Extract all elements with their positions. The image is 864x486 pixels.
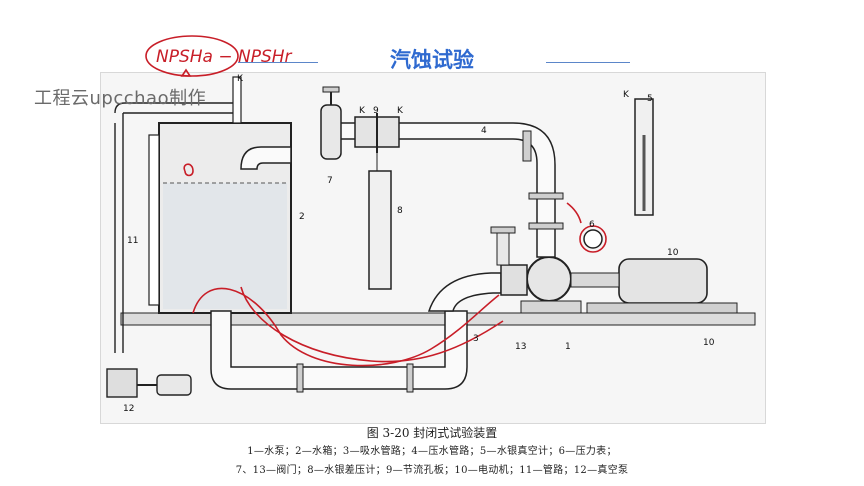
label-8: 8	[397, 206, 403, 216]
test-apparatus-figure: 2 3 4 5 6 7 8 9 10 10 11 12 13 1 K K K K	[100, 72, 766, 424]
label-k1: K	[237, 74, 244, 84]
differential-manometer	[368, 170, 392, 290]
title-underline-right	[546, 62, 630, 63]
figure-caption-title: 图 3-20 封闭式试验装置	[366, 426, 498, 440]
tank-sight-glass	[148, 134, 160, 306]
motor-base	[586, 302, 738, 314]
pump-base	[520, 300, 582, 314]
apparatus-diagram: 2 3 4 5 6 7 8 9 10 10 11 12 13 1 K K K K	[106, 74, 756, 414]
suction-pipe	[210, 310, 468, 390]
pump-inlet	[500, 264, 528, 296]
label-3: 3	[473, 334, 479, 344]
discharge-pipe	[326, 122, 556, 258]
tank-vent-pipe	[232, 76, 242, 124]
label-10a: 10	[667, 248, 679, 258]
ground-slab	[120, 312, 756, 326]
label-5: 5	[647, 94, 653, 104]
ink-curve-1	[192, 287, 500, 367]
pressure-gauge-ink-mark	[579, 225, 607, 253]
label-k4: K	[623, 90, 630, 100]
label-12: 12	[123, 404, 134, 414]
label-2: 2	[299, 212, 305, 222]
title-underline-left	[238, 62, 318, 63]
label-4: 4	[481, 126, 487, 136]
electric-motor	[618, 258, 708, 304]
valve-13	[496, 232, 510, 266]
valve-7	[320, 104, 342, 160]
ink-mark-tank	[183, 163, 194, 177]
label-k3: K	[397, 106, 404, 116]
coupling	[570, 272, 620, 288]
label-1: 1	[565, 342, 571, 352]
watermark: 工程云upcchao制作	[34, 88, 207, 109]
handwritten-note-text: NPSHa − NPSHr	[156, 47, 293, 67]
label-13: 13	[515, 342, 526, 352]
label-10b: 10	[703, 338, 715, 348]
pressure-gauge	[583, 229, 603, 249]
ink-curve-2	[240, 286, 504, 363]
label-11: 11	[127, 236, 138, 246]
tank-inlet-pipe	[240, 146, 292, 170]
label-k2: K	[359, 106, 366, 116]
vacuum-pump-box	[106, 368, 138, 398]
pump-casing	[526, 256, 572, 302]
vacuum-pump-motor	[156, 374, 192, 396]
tank-water	[163, 183, 287, 309]
slide-title: 汽蚀试验	[390, 48, 474, 72]
figure-legend-line-2: 7、13—阀门；8—水银差压计；9—节流孔板；10—电动机；11—管路；12—真…	[235, 465, 629, 476]
label-9: 9	[373, 106, 379, 116]
pipe-11	[114, 113, 124, 353]
label-7: 7	[327, 176, 333, 186]
figure-legend-line-1: 1—水泵；2—水箱；3—吸水管路；4—压水管路；5—水银真空计；6—压力表；	[247, 446, 617, 457]
label-6: 6	[589, 220, 595, 230]
ink-tick	[566, 202, 582, 224]
handwritten-npsh-note: NPSHa − NPSHr	[145, 35, 293, 77]
suction-pipe-riser	[427, 272, 502, 312]
